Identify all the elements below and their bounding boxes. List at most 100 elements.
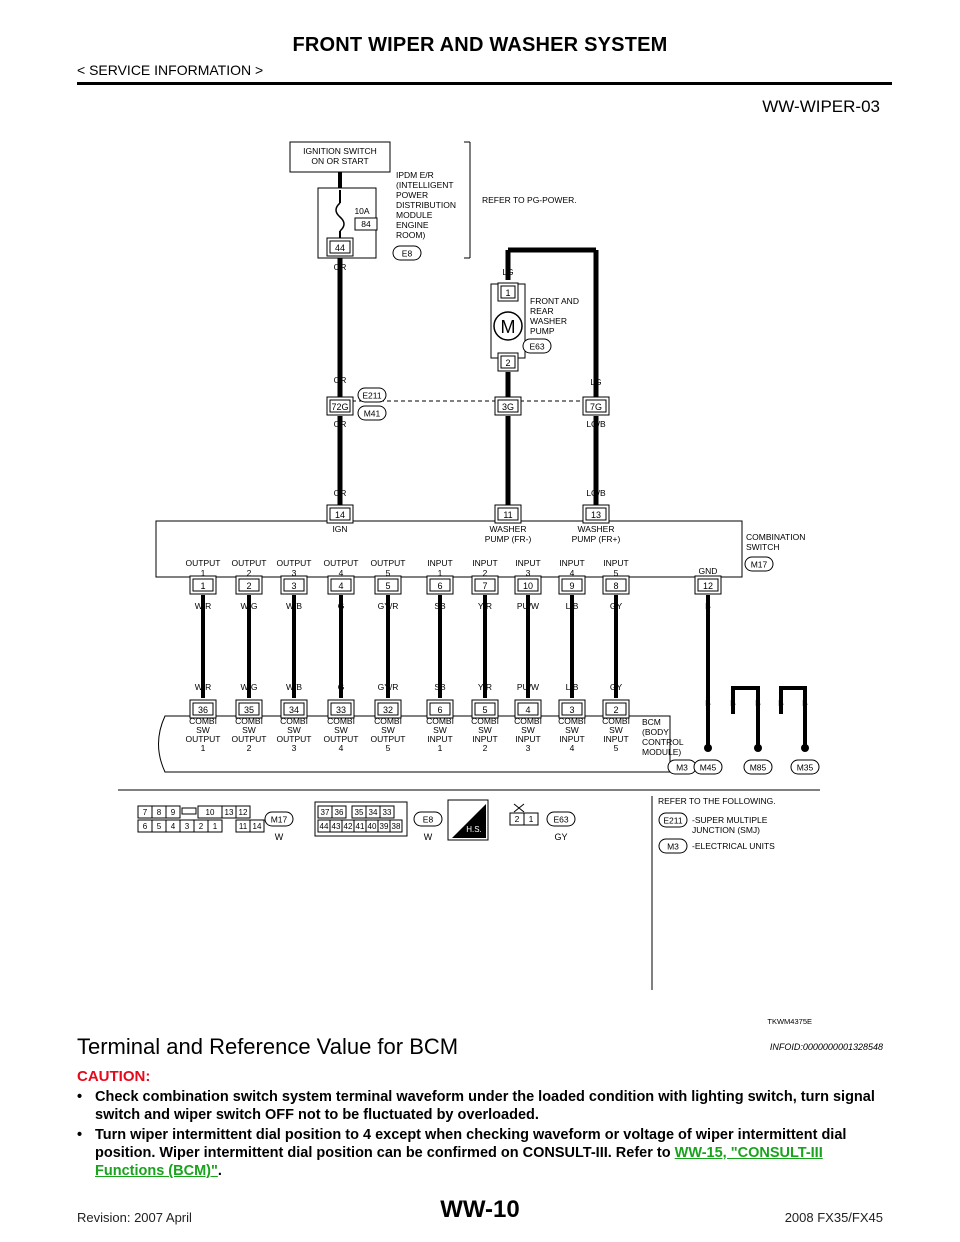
junction-pin [329, 399, 351, 413]
wire-color: G [338, 682, 345, 692]
wire-color: SB [434, 682, 446, 692]
bcm-pin-label: INPUT [472, 734, 498, 744]
m17-cell [235, 805, 251, 819]
bcm-pin-label: SW [521, 725, 535, 735]
ipdm-label: ROOM) [396, 230, 425, 240]
m17-pin: 10 [206, 808, 215, 817]
m17-cell [207, 819, 223, 833]
ignition-switch-box [289, 141, 391, 173]
refer-title: REFER TO THE FOLLOWING. [658, 796, 776, 806]
bcm-name: CONTROL [642, 737, 684, 747]
fuse-icon [335, 202, 345, 232]
ipdm-label: DISTRIBUTION [396, 200, 456, 210]
combi-output-label: 4 [339, 568, 344, 578]
junction-pin [585, 399, 607, 413]
consult-link[interactable]: WW-15, "CONSULT-III Functions (BCM)" [95, 1145, 823, 1179]
ipdm-pin [329, 240, 351, 254]
bcm-box [158, 715, 671, 773]
ipdm-connector [392, 245, 422, 261]
ground-point-icon [801, 744, 809, 752]
e8-pin: 41 [356, 822, 365, 831]
combi-output-label: OUTPUT [324, 558, 359, 568]
bcm-pin-label: COMBI [426, 716, 454, 726]
bcm-pin-label: INPUT [603, 734, 629, 744]
pump-label: WASHER [530, 316, 567, 326]
pin-number: 2 [613, 705, 618, 715]
bcm-pin [283, 702, 305, 716]
wire-color: W/G [241, 682, 258, 692]
hs-label: H.S. [466, 825, 482, 834]
connector-code: M3 [676, 763, 688, 773]
connector-code: M85 [750, 763, 767, 773]
pin-number: 32 [383, 705, 393, 715]
combi-output-label: OUTPUT [371, 558, 406, 568]
combi-output-label: INPUT [559, 558, 585, 568]
pin-number: 14 [335, 510, 345, 520]
e8-pin: 38 [392, 822, 401, 831]
bcm-pin-label: OUTPUT [186, 734, 221, 744]
combi-bottom-pin [474, 578, 496, 592]
refer-connector [658, 812, 688, 828]
wire-color-lg: LG [590, 377, 601, 387]
bcm-pin-label: 3 [292, 743, 297, 753]
ground-point-icon [704, 744, 712, 752]
combi-output-label: 5 [386, 568, 391, 578]
combi-top-pin [585, 507, 607, 521]
combi-output-label: 2 [247, 568, 252, 578]
m17-pin: 12 [239, 808, 248, 817]
bcm-pin [330, 702, 352, 716]
refer-text: -ELECTRICAL UNITS [692, 841, 775, 851]
pin-number: 7 [482, 581, 487, 591]
pin-number: 44 [335, 243, 345, 253]
ground-connector [743, 759, 773, 775]
bcm-pin-label: COMBI [471, 716, 499, 726]
wire-color: PU/W [517, 682, 539, 692]
fuse-number: 84 [361, 219, 371, 229]
m17-cell [165, 805, 181, 819]
m17-pin: 13 [225, 808, 234, 817]
bcm-pin-label: 4 [339, 743, 344, 753]
pin-number: 7G [590, 402, 602, 412]
caution-text-2-body: Turn wiper intermittent dial position to… [95, 1127, 847, 1161]
m17-pin: 7 [143, 808, 148, 817]
e63-color: GY [554, 832, 567, 842]
bcm-pin-label: SW [287, 725, 301, 735]
combi-output-label: 5 [614, 568, 619, 578]
wire-color-lg: LG [502, 267, 513, 277]
e8-pin: 34 [369, 808, 378, 817]
ground-connector [693, 759, 723, 775]
e63-pin: 2 [515, 814, 520, 824]
diagram-code: WW-WIPER-03 [762, 97, 880, 116]
junction-connector-m41 [357, 405, 387, 421]
e8-pin: 40 [368, 822, 377, 831]
wire-color-or: OR [334, 488, 347, 498]
combi-top-label: PUMP (FR-) [485, 534, 532, 544]
combi-top-pin [329, 507, 351, 521]
pump-label: FRONT AND [530, 296, 579, 306]
bcm-pin-label: SW [196, 725, 210, 735]
combi-output-label: OUTPUT [186, 558, 221, 568]
bcm-pin-label: SW [334, 725, 348, 735]
pump-pin-1 [500, 285, 516, 299]
caution-text-2: Turn wiper intermittent dial position to… [95, 1126, 882, 1180]
pin-number: 3 [291, 581, 296, 591]
combi-output-label: 1 [201, 568, 206, 578]
ignition-label: IGNITION SWITCH [303, 146, 377, 156]
bcm-pin-label: SW [478, 725, 492, 735]
pin-number: 2 [505, 358, 510, 368]
model-text: 2008 FX35/FX45 [784, 1210, 883, 1225]
refer-text: JUNCTION (SMJ) [692, 825, 760, 835]
pin-number: 10 [523, 581, 533, 591]
pump-connector [522, 338, 552, 354]
m17-code [264, 811, 294, 827]
junction-pin [497, 399, 519, 413]
ground-point-icon [754, 744, 762, 752]
wire-color: GY/R [378, 682, 399, 692]
combi-output-label: INPUT [472, 558, 498, 568]
pin-number: 3G [502, 402, 514, 412]
ignition-label: ON OR START [311, 156, 368, 166]
refer-text: -SUPER MULTIPLE [692, 815, 768, 825]
bcm-pin-label: SW [565, 725, 579, 735]
bcm-pin [377, 702, 399, 716]
revision-text: Revision: 2007 April [77, 1210, 192, 1225]
